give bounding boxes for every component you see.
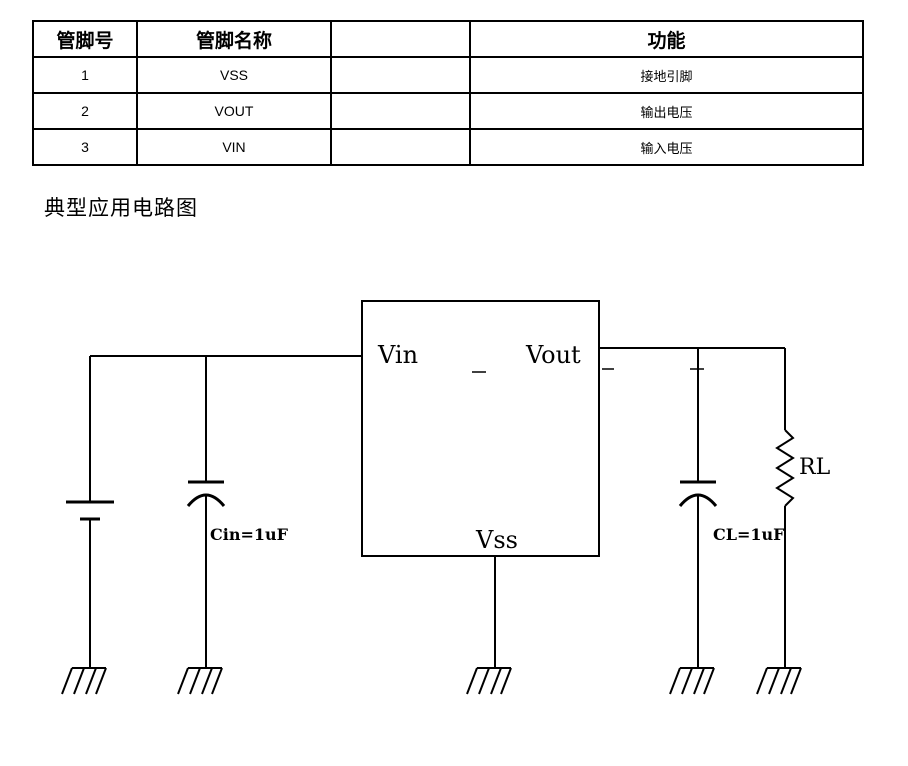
table-row: 3 VIN 输入电压 — [32, 128, 864, 166]
blank-cell — [330, 92, 471, 130]
load-resistor-icon — [775, 348, 795, 668]
pin-number-cell: 1 — [32, 56, 138, 94]
pin-name-cell: VSS — [136, 56, 332, 94]
header-pin-number: 管脚号 — [32, 20, 138, 58]
vout-label: Vout — [525, 341, 581, 369]
function-cell: 输出电压 — [469, 92, 864, 130]
blank-cell — [330, 56, 471, 94]
rl-label: RL — [799, 455, 831, 480]
ground-icon — [756, 667, 802, 695]
pin-number-cell: 2 — [32, 92, 138, 130]
vss-label: Vss — [475, 526, 518, 554]
ground-icon — [177, 667, 223, 695]
function-cell: 接地引脚 — [469, 56, 864, 94]
input-capacitor-icon — [186, 356, 226, 668]
pin-number-cell: 3 — [32, 128, 138, 166]
pin-table: 管脚号 管脚名称 功能 1 VSS 接地引脚 2 VOUT 输出电压 3 VIN… — [32, 20, 864, 166]
table-row: 1 VSS 接地引脚 — [32, 56, 864, 94]
header-pin-name: 管脚名称 — [136, 20, 332, 58]
header-function: 功能 — [469, 20, 864, 58]
vin-label: Vin — [377, 341, 418, 369]
output-capacitor-icon — [678, 348, 718, 668]
ground-icon — [61, 667, 107, 695]
table-row: 2 VOUT 输出电压 — [32, 92, 864, 130]
function-cell: 输入电压 — [469, 128, 864, 166]
cl-label: CL=1uF — [713, 525, 785, 544]
cin-label: Cin=1uF — [210, 525, 289, 544]
pin-name-cell: VOUT — [136, 92, 332, 130]
battery-icon — [66, 356, 114, 668]
blank-cell — [330, 128, 471, 166]
ic-block — [361, 300, 600, 557]
table-header-row: 管脚号 管脚名称 功能 — [32, 20, 864, 58]
pin-name-cell: VIN — [136, 128, 332, 166]
ground-icon — [466, 667, 512, 695]
section-title: 典型应用电路图 — [44, 196, 198, 220]
ground-icon — [669, 667, 715, 695]
header-blank — [330, 20, 471, 58]
